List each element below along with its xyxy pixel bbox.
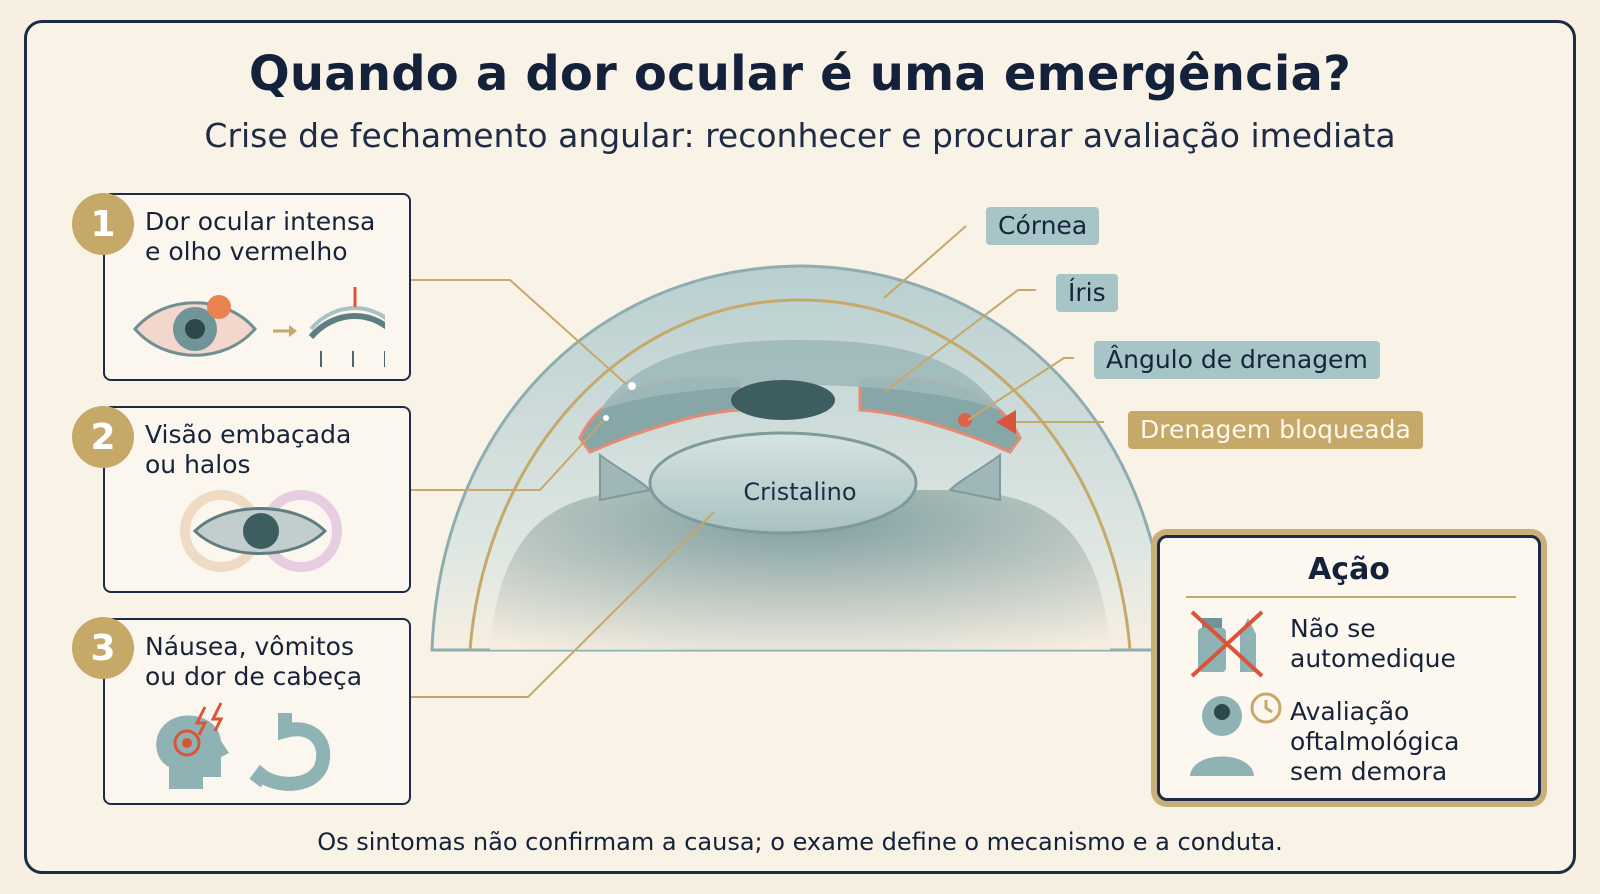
action-divider (1186, 596, 1516, 598)
symptom-2-line2: ou halos (145, 450, 251, 479)
label-iris: Íris (1056, 274, 1118, 312)
label-lens: Cristalino (743, 478, 857, 506)
page-title: Quando a dor ocular é uma emergência? (248, 46, 1352, 102)
blocked-arrow-icon (996, 410, 1016, 434)
connector-card3 (404, 511, 715, 698)
lens-shape (648, 431, 918, 535)
symptom-2-line1: Visão embaçada (145, 420, 352, 449)
action-item1-line1: Não se (1290, 614, 1376, 643)
action-title: Ação (1308, 552, 1390, 587)
eye-cross-section-diagram (404, 225, 1170, 698)
symptom-card-vision: Visão embaçada ou halos (103, 406, 411, 593)
doctor-clock-icon (1190, 692, 1282, 776)
step-badge-2: 2 (72, 406, 134, 468)
footer-disclaimer: Os sintomas não confirmam a causa; o exa… (317, 828, 1283, 856)
symptom-3-line1: Náusea, vômitos (145, 632, 354, 661)
symptom-card-nausea: Náusea, vômitos ou dor de cabeça (103, 618, 411, 805)
blurred-halo-eye-icon (180, 490, 342, 572)
page-subtitle: Crise de fechamento angular: reconhecer … (204, 116, 1396, 155)
label-drainage-angle: Ângulo de drenagem (1094, 341, 1380, 379)
action-item2-line3: sem demora (1290, 757, 1448, 786)
action-item2-line1: Avaliação (1290, 697, 1410, 726)
connector-card2 (404, 419, 605, 491)
symptom-3-line2: ou dor de cabeça (145, 662, 363, 691)
anterior-chamber (600, 340, 1000, 410)
headache-stomach-icon (156, 702, 331, 791)
action-panel: Ação Não se automedique Avaliação oftalm… (1157, 535, 1541, 801)
step-badge-3: 3 (72, 617, 134, 679)
vitreous-chamber (490, 490, 1110, 650)
action-item2-line2: oftalmológica (1290, 727, 1460, 756)
cornea-inner-line (468, 298, 1132, 651)
step-badge-1: 1 (72, 193, 134, 255)
symptom-1-line2: e olho vermelho (145, 237, 348, 266)
red-eye-pressure-icon (133, 287, 385, 367)
symptom-1-line1: Dor ocular intensa (145, 207, 376, 236)
label-cornea: Córnea (986, 207, 1100, 245)
action-item1-line2: automedique (1290, 644, 1456, 673)
no-medication-icon (1190, 610, 1264, 678)
symptom-card-pain: Dor ocular intensa e olho vermelho (103, 193, 411, 381)
label-blocked-drainage: Drenagem bloqueada (1128, 411, 1423, 449)
connector-card1 (404, 279, 627, 385)
